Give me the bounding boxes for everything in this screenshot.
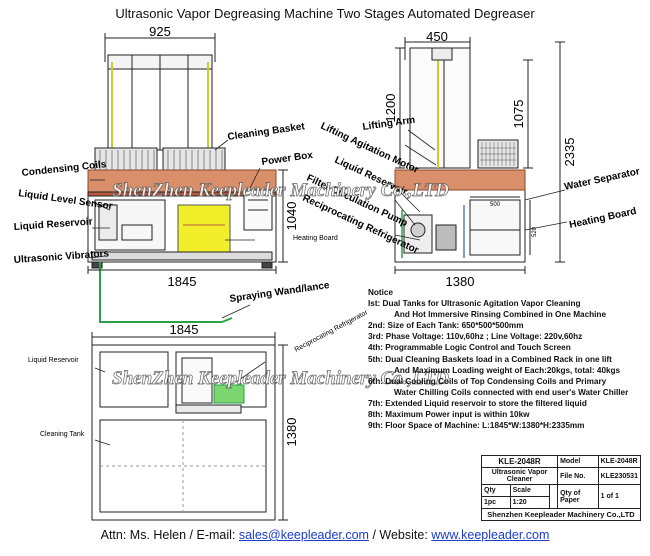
- title-block-paper-label: Qty of Paper: [557, 484, 599, 509]
- notice-line: 6th: Dual Cooling Coils of Top Condensin…: [368, 376, 607, 386]
- dim-plan-depth: 1380: [284, 418, 299, 447]
- title-block-scale-value: 1:20: [509, 496, 550, 509]
- website-link[interactable]: www.keepleader.com: [431, 528, 550, 542]
- dim-plan-width: 1845: [170, 322, 199, 337]
- email-link[interactable]: sales@keepleader.com: [238, 528, 369, 542]
- label-heating-board-front: Heating Board: [293, 235, 338, 242]
- notice-line: And Maximum Loading weight of Each:20kgs…: [394, 365, 621, 375]
- label-water-separator: Water Separator: [563, 166, 641, 193]
- notice-line: 8th: Maximum Power input is within 10kw: [368, 410, 530, 420]
- notice-line: 7th: Extended Liquid reservoir to store …: [368, 398, 587, 408]
- dim-side-depth: 1380: [446, 274, 475, 289]
- page-title: Ultrasonic Vapor Degreasing Machine Two …: [115, 6, 535, 21]
- label-liquid-reservoir: Liquid Reservoir: [13, 217, 93, 233]
- dim-side-small2: 520: [532, 226, 538, 237]
- plan-view: [91, 332, 288, 521]
- notice-line: 9th: Floor Space of Machine: L:1845*W:13…: [368, 421, 585, 431]
- dim-side-lift: 1200: [383, 94, 398, 123]
- title-block: KLE-2048R Model KLE-2048R Ultrasonic Vap…: [480, 455, 642, 521]
- title-block-product: Ultrasonic Vapor Cleaner: [480, 467, 559, 485]
- notice-line: Ist: Dual Tanks for Ultrasonic Agitation…: [368, 299, 581, 309]
- title-block-model-value: KLE-2048R: [597, 455, 642, 468]
- notice-line: And Hot Immersive Rinsing Combined in On…: [394, 310, 606, 320]
- title-block-model-label: Model: [557, 455, 599, 468]
- footer-attn: Attn: Ms. Helen / E-mail:: [100, 528, 239, 542]
- watermark: ShenZhen Keepleader Machinery Co.,LTD: [112, 368, 449, 389]
- notice-line: 5th: Dual Cleaning Baskets load in a Com…: [368, 354, 612, 364]
- notice-line: 2nd: Size of Each Tank: 650*500*500mm: [368, 321, 524, 331]
- title-block-company: Shenzhen Keepleader Machinery Co.,LTD: [481, 508, 641, 521]
- dim-side-mid: 1075: [511, 100, 526, 129]
- footer-sep: / Website:: [368, 528, 432, 542]
- label-heating-board-side: Heating Board: [568, 206, 637, 231]
- dim-side-total: 2335: [562, 138, 577, 167]
- dim-side-top: 450: [426, 29, 448, 44]
- dim-side-small: 500: [490, 202, 501, 208]
- notice-block: Notice Ist: Dual Tanks for Ultrasonic Ag…: [368, 287, 648, 431]
- label-cleaning-basket: Cleaning Basket: [227, 121, 306, 143]
- title-block-file-value: KLE230531: [597, 467, 642, 485]
- title-block-qty-value: 1pc: [481, 496, 511, 509]
- side-view: [394, 37, 565, 274]
- front-view: [87, 33, 288, 323]
- label-power-box: Power Box: [261, 150, 314, 168]
- notice-line: 4th: Programmable Logic Control and Touc…: [368, 343, 571, 353]
- leader-lines: [89, 129, 568, 446]
- title-block-qty-label: Qty: [481, 484, 511, 497]
- dim-front-height: 1040: [284, 202, 299, 231]
- watermark: ShenZhen Keepleader Machinery Co.,LTD: [112, 180, 449, 201]
- title-block-paper-value: 1 of 1: [597, 484, 642, 509]
- contact-footer: Attn: Ms. Helen / E-mail: sales@keeplead…: [0, 528, 650, 542]
- dim-front-top: 925: [149, 24, 171, 39]
- label-plan-refrigerator: Reciprocating Refrigerator: [294, 309, 370, 354]
- title-block-scale-label: Scale: [509, 484, 550, 497]
- notice-line: 3rd: Phase Voltage: 110v,60hz ; Line Vol…: [368, 332, 583, 342]
- title-block-model-code: KLE-2048R: [480, 455, 559, 468]
- label-plan-cleaning-tank: Cleaning Tank: [40, 431, 85, 438]
- label-plan-liquid-reservoir: Liquid Reservoir: [28, 357, 79, 364]
- title-block-file-label: File No.: [557, 467, 599, 485]
- label-spraying-wand: Spraying Wand/lance: [229, 280, 331, 305]
- notice-heading: Notice: [368, 288, 394, 297]
- dim-front-bottom: 1845: [168, 274, 197, 289]
- notice-line: Water Chilling Coils connected with end …: [394, 387, 629, 397]
